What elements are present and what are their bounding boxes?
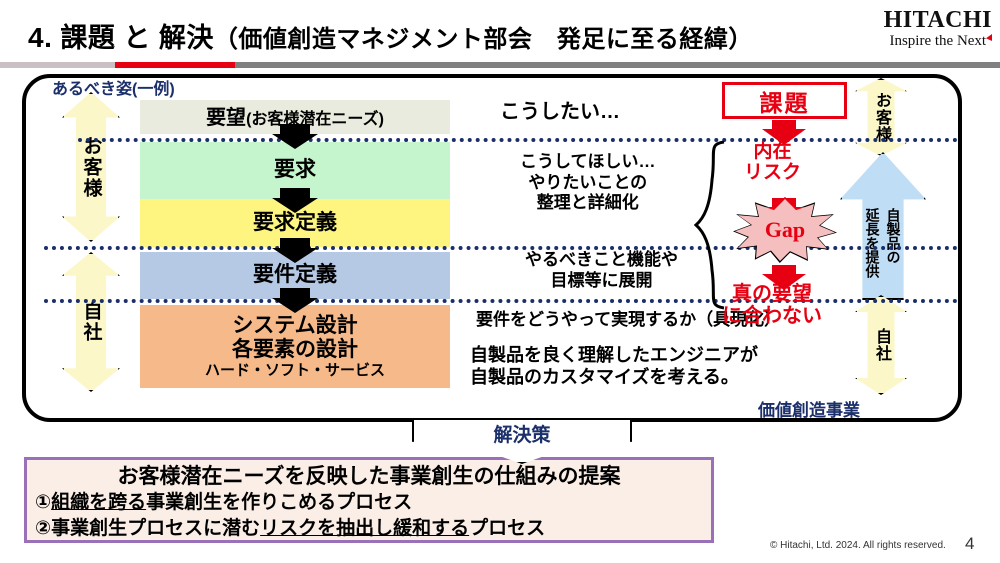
issue-result-line1: 真の要望 [732,283,812,305]
stage-box-system-design: システム設計 各要素の設計 ハード・ソフト・サービス [140,305,450,388]
separator-line-3 [44,299,958,303]
solution-arrow-label: 解決策 [493,425,551,446]
stage-3-title: 要件定義 [253,263,337,287]
explanation-requirement-line1: やるべきこと機能や [525,250,678,269]
blue-arrow-line1: 自製品の [885,208,902,264]
logo-tagline: Inspire the Next [884,33,992,50]
issue-risk-text: 内在 リスク [744,141,802,184]
explanation-request: こうしたい… [500,101,620,123]
issue-result-line2: に合わない [722,305,822,327]
stage-4-sub: ハード・ソフト・サービス [204,362,385,380]
separator-line-1 [78,138,958,142]
proposal-item-1-marker: ① [35,492,52,514]
header-rule-left [0,62,115,68]
right-axis-own-label: 自社 [873,328,890,362]
issue-title-box: 課題 [722,82,847,119]
separator-line-2 [44,246,958,250]
explanation-requirement: やるべきこと機能や 目標等に展開 [525,250,678,291]
flow-arrow-1 [272,124,318,149]
copyright-text: © Hitachi, Ltd. 2024. All rights reserve… [770,540,946,551]
stage-0-title: 要望 [206,106,247,129]
issue-arrow-1 [762,120,806,145]
proposal-headline: お客様潜在ニーズを反映した事業創生の仕組みの提案 [117,465,621,488]
proposal-item-1-rest: 事業創生を作りこめるプロセス [146,492,413,514]
stage-2-title: 要求定義 [253,210,337,234]
header-rule-red [115,62,235,68]
proposal-item-2-pre: 事業創生プロセスに潜む [51,517,261,539]
explanation-demand-line1: こうしてほしい… [520,152,656,171]
flow-arrow-2 [272,188,318,213]
issue-result-text: 真の要望 に合わない [722,283,822,327]
issue-risk-line1: 内在 [753,141,792,162]
stage-1-title: 要求 [274,158,316,182]
proposal-item-1-underline: 組織を跨る [51,492,147,514]
page-number: 4 [965,534,975,553]
issue-brace [694,140,725,310]
explanation-demand-line3: 整理と詳細化 [536,193,639,213]
header-rule-gray [235,62,1000,68]
left-axis-own-label: 自社 [80,301,102,343]
proposal-box: お客様潜在ニーズを反映した事業創生の仕組みの提案 ①組織を跨る事業創生を作りこめ… [24,457,714,543]
ideal-state-label: あるべき姿(一例) [52,81,175,98]
explanation-demand: こうしてほしい… やりたいことの 整理と詳細化 [520,152,656,214]
left-axis-customer-label: お客様 [80,135,102,199]
title-main: 課題 と 解決 [60,23,214,53]
proposal-item-2-rest: プロセス [469,517,546,539]
explanation-engineer: 自製品を良く理解したエンジニアが 自製品のカスタマイズを考える。 [470,345,758,389]
proposal-item-2-underline: リスクを抽出し緩和する [260,517,470,539]
explanation-demand-line2: やりたいことの [528,172,648,192]
issue-arrow-3 [762,265,806,290]
stage-4-title-line1: システム設計 [232,313,358,337]
proposal-item-2: ②事業創生プロセスに潜むリスクを抽出し緩和するプロセス [35,517,703,542]
explanation-engineer-line1: 自製品を良く理解したエンジニアが [470,345,758,365]
stage-0-sub: (お客様潜在ニーズ) [246,110,384,128]
blue-arrow-line2: 延長を提供 [864,208,881,278]
value-creation-business-label: 価値創造事業 [758,401,860,420]
explanation-realization: 要件をどうやって実現するか（具現化） [476,310,782,329]
title-number: 4. [28,22,53,53]
page-title: 4. 課題 と 解決（価値創造マネジメント部会 発足に至る経緯） [28,16,753,55]
issue-risk-line2: リスク [744,161,802,183]
right-axis-customer-label: お客様 [873,91,890,143]
flow-arrow-4 [272,288,318,313]
logo-wordmark: HITACHI [883,7,992,33]
title-parenthetical: （価値創造マネジメント部会 発足に至る経緯） [213,26,753,53]
flow-arrow-3 [272,238,318,263]
hitachi-logo: HITACHI Inspire the Next [884,8,992,50]
proposal-item-2-marker: ② [35,517,52,539]
proposal-item-1: ①組織を跨る事業創生を作りこめるプロセス [35,491,703,516]
explanation-requirement-line2: 目標等に展開 [550,270,653,290]
stage-4-title-line2: 各要素の設計 [232,337,358,361]
explanation-engineer-line2: 自製品のカスタマイズを考える。 [470,366,739,387]
